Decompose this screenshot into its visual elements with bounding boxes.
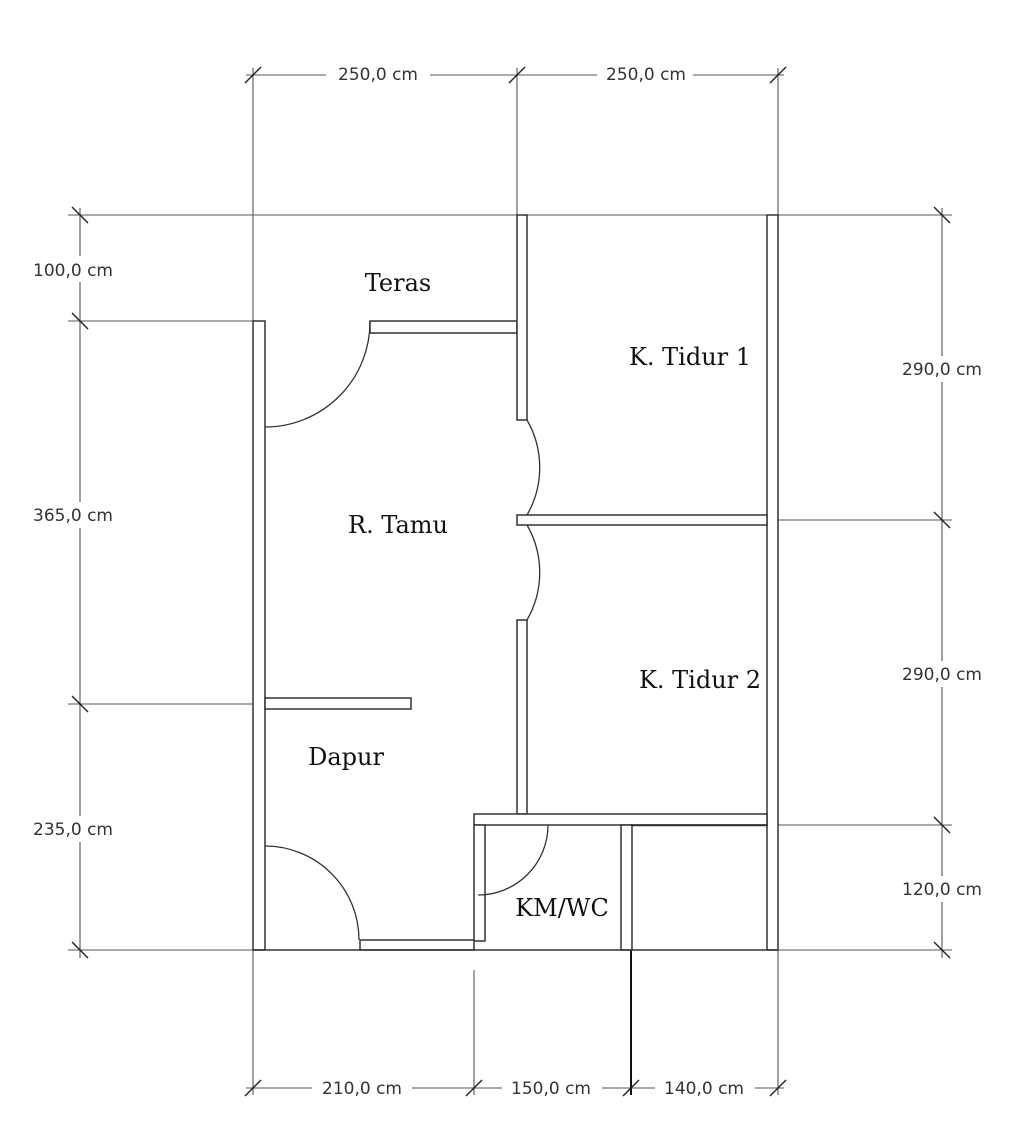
dim-left-1: 100,0 cm (33, 261, 113, 281)
door-dapur (264, 845, 360, 941)
terrace-outline (252, 214, 778, 321)
room-label-teras: Teras (365, 269, 431, 297)
dim-right-3: 120,0 cm (902, 880, 982, 900)
room-label-kitchen: Dapur (308, 743, 384, 771)
doors (264, 320, 549, 941)
room-label-bedroom-1: K. Tidur 1 (629, 343, 751, 371)
room-label-bathroom: KM/WC (515, 894, 609, 922)
room-label-bedroom-2: K. Tidur 2 (639, 666, 761, 694)
dimension-labels: 250,0 cm 250,0 cm 100,0 cm 365,0 cm 235,… (22, 62, 992, 1100)
door-teras (264, 320, 371, 428)
dim-bottom-3: 140,0 cm (664, 1079, 744, 1099)
room-label-living-room: R. Tamu (348, 511, 448, 539)
dim-left-2: 365,0 cm (33, 506, 113, 526)
dim-bottom-1: 210,0 cm (322, 1079, 402, 1099)
walls (252, 214, 779, 951)
room-labels: Teras K. Tidur 1 R. Tamu K. Tidur 2 Dapu… (308, 269, 761, 922)
dim-top-1: 250,0 cm (338, 65, 418, 85)
dim-bottom-2: 150,0 cm (511, 1079, 591, 1099)
dim-left-3: 235,0 cm (33, 820, 113, 840)
dim-right-2: 290,0 cm (902, 665, 982, 685)
dim-top-2: 250,0 cm (606, 65, 686, 85)
dim-right-1: 290,0 cm (902, 360, 982, 380)
dimension-ticks (71, 66, 951, 1097)
door-bedroom-1 (526, 419, 541, 516)
dimension-lines (68, 68, 952, 1095)
door-kmwc (477, 824, 549, 896)
door-bedroom-2 (526, 524, 541, 621)
